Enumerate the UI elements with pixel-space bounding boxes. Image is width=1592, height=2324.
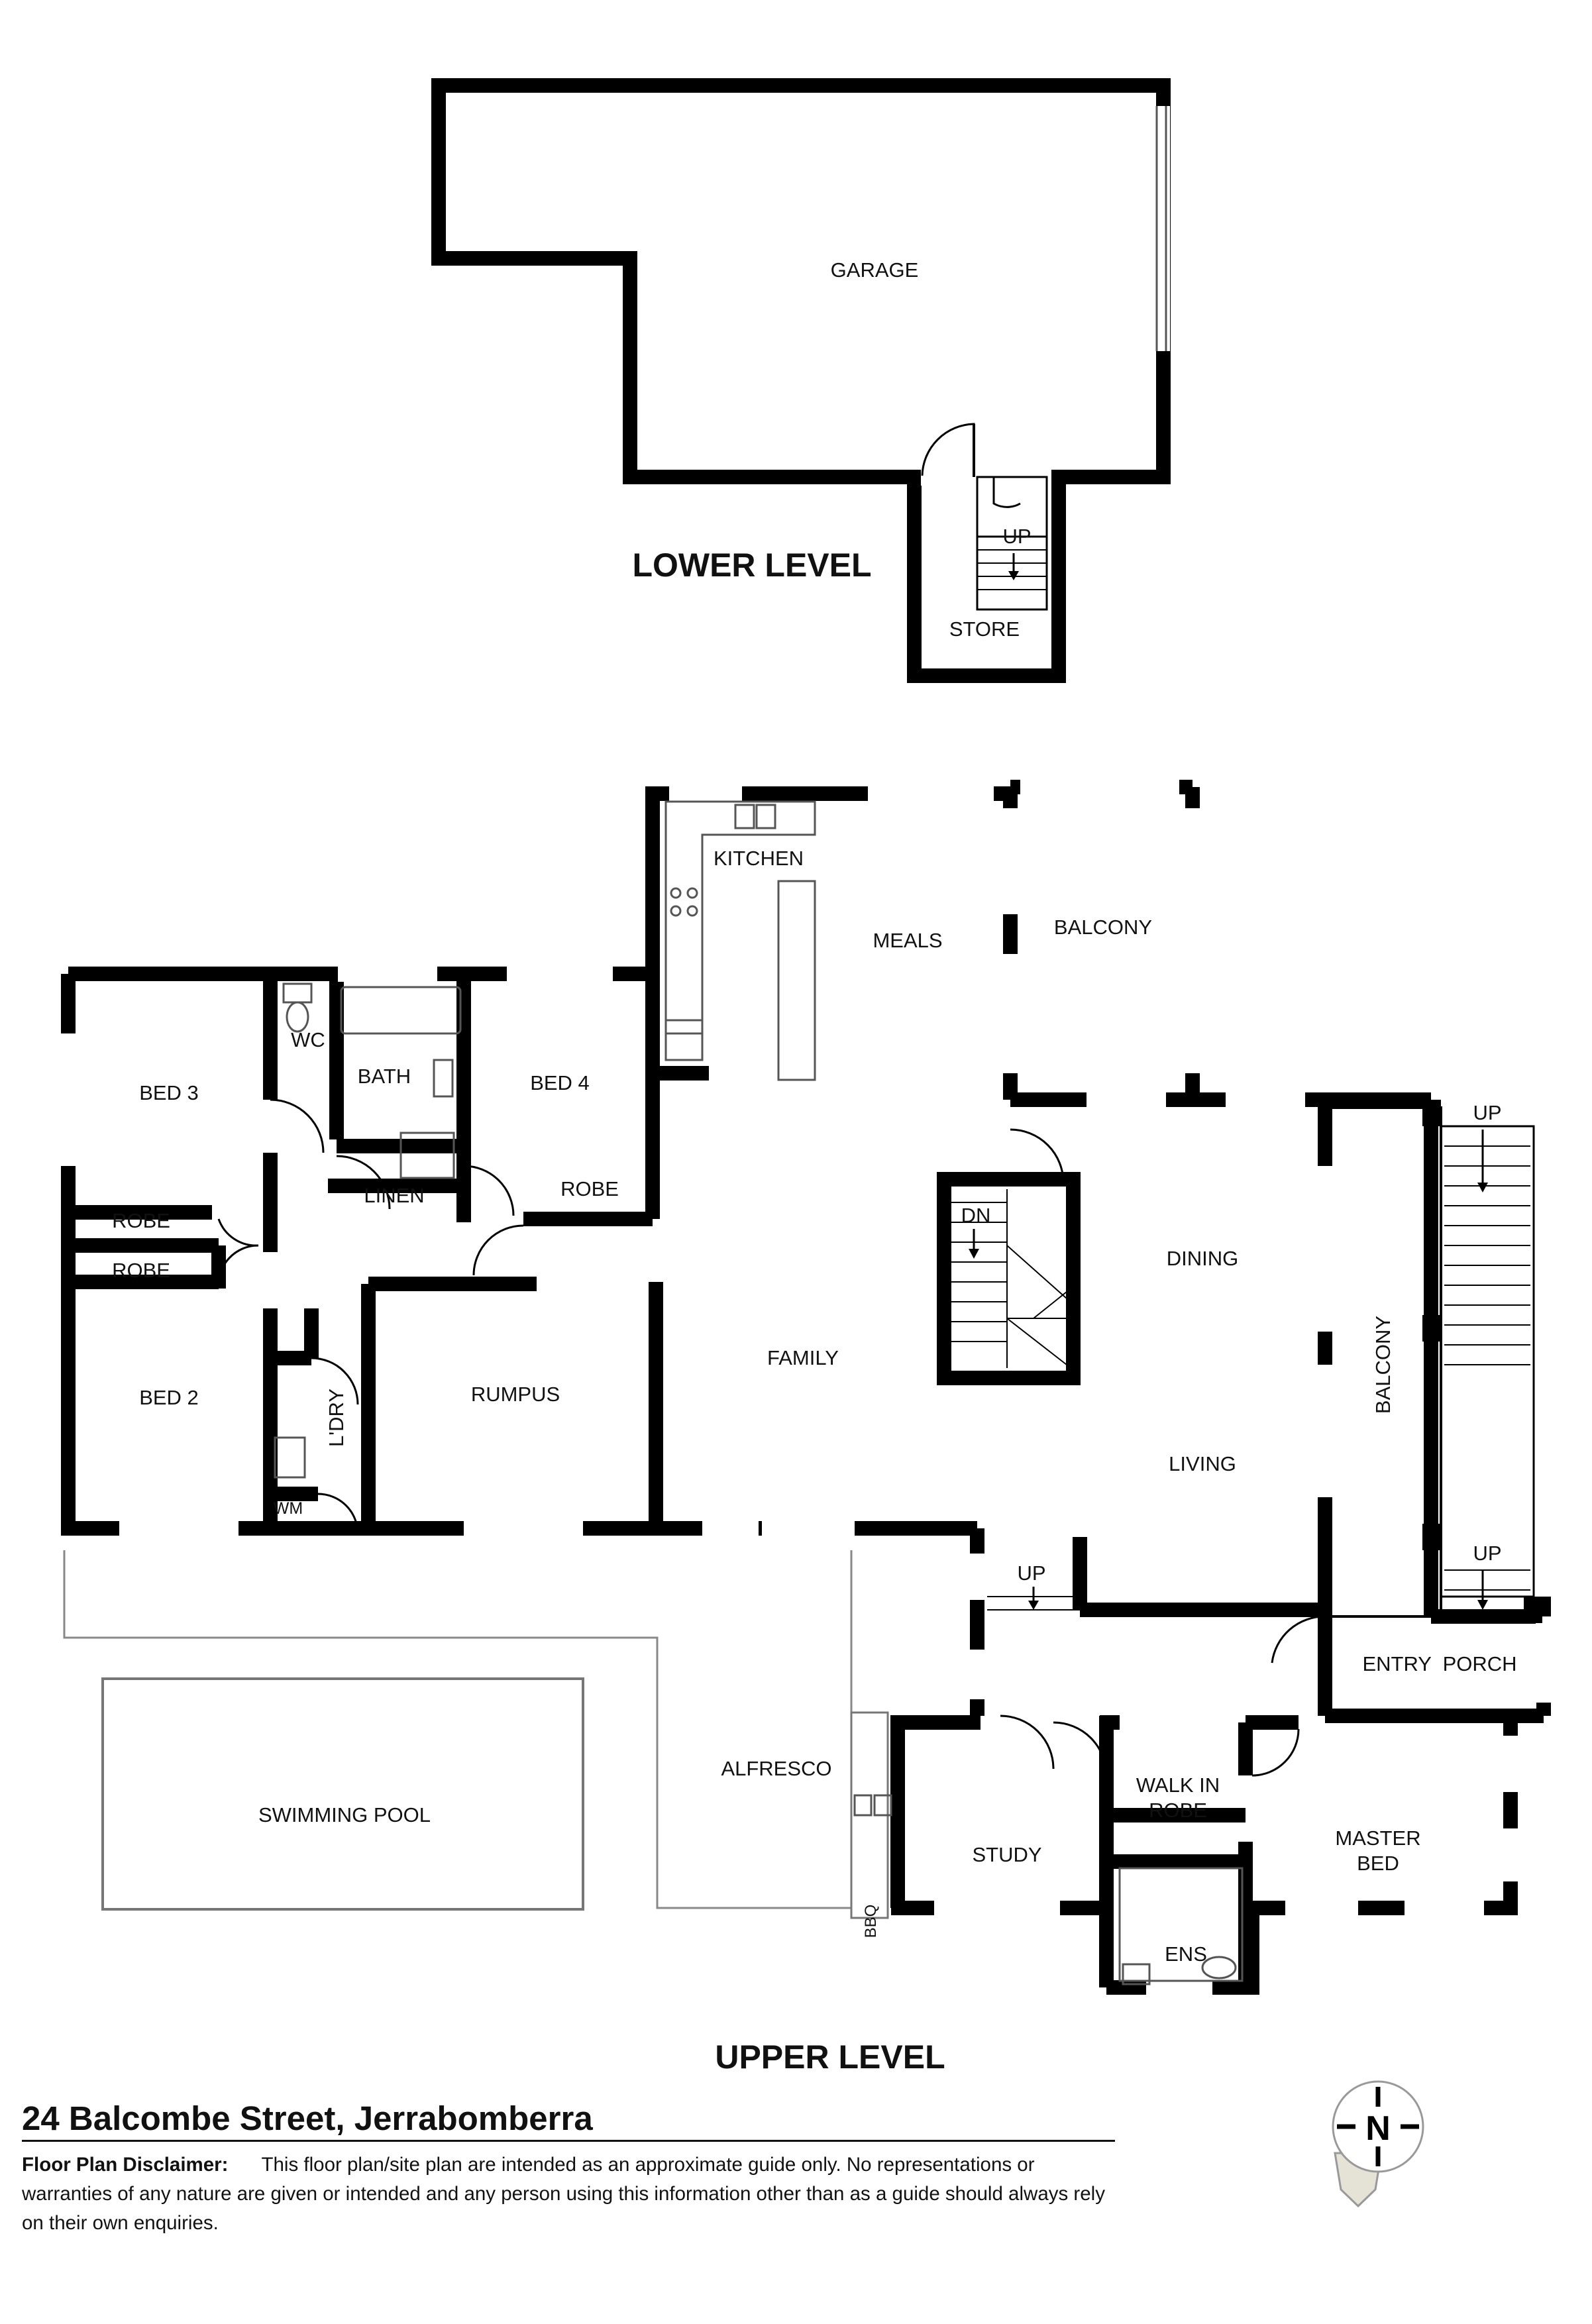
lower-level-title: LOWER LEVEL [632,547,871,584]
balcony-north-label: BALCONY [1054,916,1152,939]
entry-porch-label: ENTRY PORCH [1362,1652,1516,1675]
east-balcony-rail [1332,1106,1535,1618]
windows [60,779,1552,1995]
bath-label: BATH [358,1065,411,1088]
master-bed-label-1: MASTER [1335,1826,1420,1850]
robe-bed3-label: ROBE [112,1209,170,1232]
door-swings [217,1098,1326,1777]
ens-label: ENS [1165,1942,1207,1966]
dining-label: DINING [1167,1247,1239,1270]
compass-icon: N [1332,2080,1424,2208]
hall-up-label: UP [1017,1561,1045,1585]
stairs-up-top-label: UP [1473,1101,1501,1124]
meals-label: MEALS [873,929,942,952]
bed3-label: BED 3 [139,1081,199,1104]
living-label: LIVING [1169,1452,1236,1475]
balcony-east-label: BALCONY [1371,1316,1395,1414]
east-stairs-treads [1444,1145,1530,1591]
rumpus-label: RUMPUS [471,1383,560,1406]
family-label: FAMILY [767,1346,839,1369]
kitchen-fixtures [664,800,816,1081]
bed2-label: BED 2 [139,1386,199,1409]
disclaimer-title: Floor Plan Disclaimer: [22,2154,229,2176]
walk-in-robe-label-2: ROBE [1149,1799,1207,1822]
bed4-label: BED 4 [530,1071,590,1094]
footer-divider [22,2140,1115,2142]
laundry-label: L'DRY [325,1389,348,1447]
property-address: 24 Balcombe Street, Jerrabomberra [22,2099,593,2137]
upper-level-title: UPPER LEVEL [715,2038,945,2076]
garage-label: GARAGE [831,258,919,282]
alfresco-outline [63,1550,853,1909]
linen-label: LINEN [364,1184,424,1207]
wc-label: WC [291,1028,325,1051]
kitchen-label: KITCHEN [714,847,804,870]
stairs-down-label: DN [961,1204,991,1227]
disclaimer: Floor Plan Disclaimer:This floor plan/si… [22,2150,1115,2238]
robe-bed2-label: ROBE [112,1259,170,1282]
compass-north-label: N [1365,2109,1391,2148]
master-bed-label-2: BED [1357,1852,1399,1875]
swimming-pool [101,1677,584,1911]
bbq-label: BBQ [862,1905,880,1938]
lower-stairs-up-label: UP [1002,525,1031,548]
bathroom-fixtures [274,982,1244,1985]
lower-level-walls [431,78,1171,683]
robe-bed4-label: ROBE [560,1177,619,1200]
store-label: STORE [949,617,1020,641]
wm-label: WM [274,1499,303,1518]
walk-in-robe-label-1: WALK IN [1136,1773,1220,1797]
internal-stairs [951,1189,1067,1368]
room-labels: KITCHEN MEALS BALCONY BED 3 WC BATH BED … [112,847,1516,1966]
alfresco-label: ALFRESCO [721,1757,831,1780]
stairs-up-bottom-label: UP [1473,1542,1501,1565]
disclaimer-text: This floor plan/site plan are intended a… [22,2154,1105,2234]
swimming-pool-label: SWIMMING POOL [258,1803,431,1826]
study-label: STUDY [972,1843,1041,1866]
